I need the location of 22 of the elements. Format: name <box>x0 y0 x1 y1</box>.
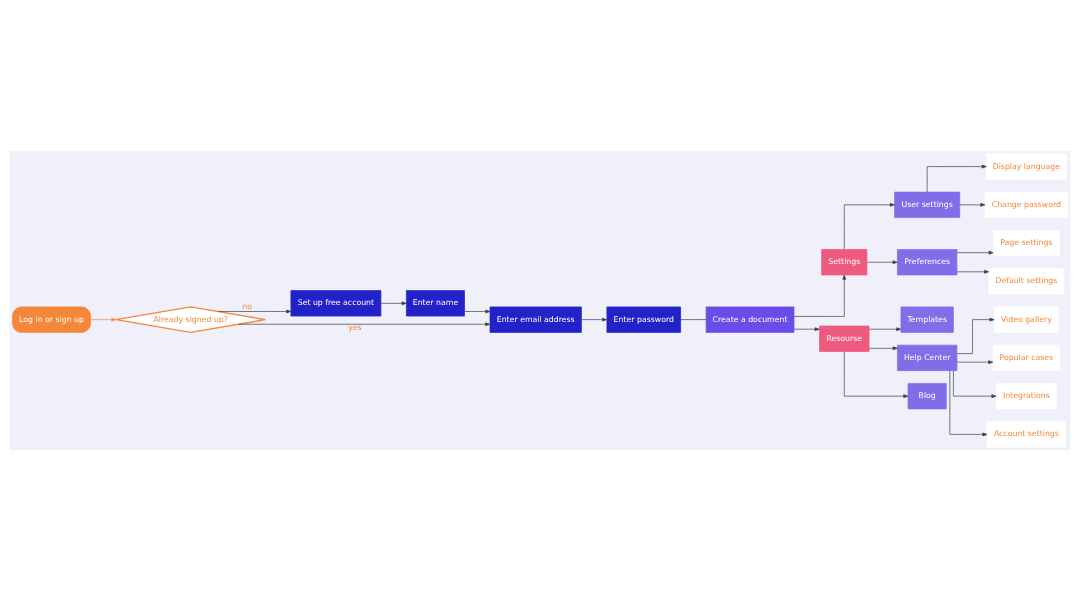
arrow <box>868 326 902 331</box>
arrow <box>793 274 847 317</box>
arrow <box>956 269 990 274</box>
arrow <box>949 370 988 436</box>
arrow <box>926 164 987 192</box>
arrow <box>217 309 292 313</box>
arrow <box>843 350 909 398</box>
arrow <box>959 202 986 207</box>
connector <box>680 318 707 320</box>
arrow <box>380 301 407 305</box>
arrow <box>90 317 117 321</box>
arrow <box>793 326 820 331</box>
arrow <box>464 309 491 313</box>
arrow <box>956 317 995 354</box>
arrow <box>868 346 898 350</box>
arrow <box>238 321 491 326</box>
arrow <box>581 317 608 321</box>
arrow <box>956 359 994 364</box>
arrow <box>956 250 994 254</box>
arrow <box>953 370 997 398</box>
arrow <box>866 259 898 264</box>
arrow <box>843 202 895 250</box>
